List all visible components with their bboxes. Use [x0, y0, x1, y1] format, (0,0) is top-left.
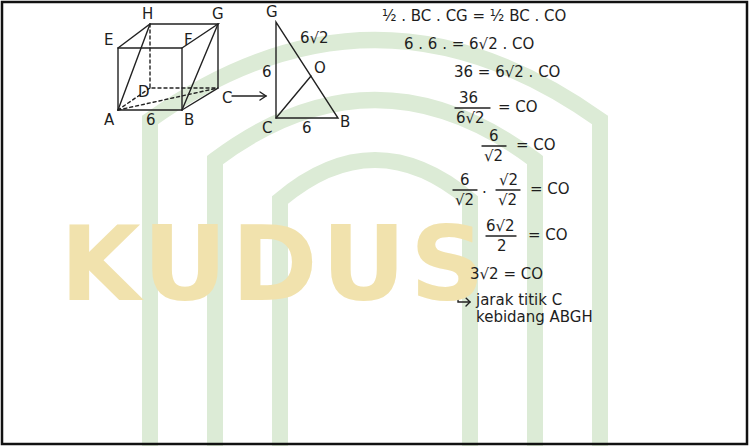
equation-part: = CO — [528, 227, 568, 244]
equation-line: 36 = 6√2 . CO — [454, 64, 560, 81]
fraction-numerator: 6 — [460, 172, 470, 189]
fraction-numerator: 36 — [459, 90, 478, 107]
fraction-denominator: 6√2 — [456, 110, 485, 127]
vertex-label: E — [104, 32, 113, 49]
equation-line: 6 . 6 . = 6√2 . CO — [404, 36, 534, 53]
vertex-label: C — [262, 120, 272, 137]
equation-part: . — [482, 180, 487, 197]
vertex-label: B — [184, 112, 194, 129]
vertex-label: B — [340, 114, 350, 131]
equation-part: = CO — [516, 137, 556, 154]
equation-line: 3√2 = CO — [470, 266, 543, 283]
vertex-label: C — [222, 90, 232, 107]
equation-part: = CO — [498, 99, 538, 116]
fraction-denominator: 2 — [497, 238, 507, 255]
equation-line: ½ . BC . CG = ½ BC . CO — [382, 8, 566, 25]
vertex-label: G — [212, 6, 224, 23]
fraction-numerator: √2 — [499, 172, 518, 189]
dimension: 6 — [302, 120, 312, 137]
fraction-numerator: 6√2 — [486, 218, 515, 235]
dimension: 6√2 — [300, 30, 329, 47]
dimension: 6 — [146, 112, 156, 129]
equation-part: = CO — [530, 181, 570, 198]
watermark-text: KUDUS — [60, 205, 489, 325]
fraction-denominator: √2 — [498, 192, 517, 209]
vertex-label: O — [314, 60, 326, 77]
fraction-denominator: √2 — [484, 148, 503, 165]
vertex-label: G — [266, 4, 278, 21]
fraction-numerator: 6 — [489, 128, 499, 145]
fraction-denominator: √2 — [455, 192, 474, 209]
dimension: 6 — [262, 64, 272, 81]
note: jarak titik C kebidang ABGH — [476, 292, 626, 327]
vertex-label: H — [142, 6, 153, 23]
vertex-label: D — [138, 84, 150, 101]
vertex-label: F — [184, 32, 193, 49]
vertex-label: A — [104, 112, 114, 129]
